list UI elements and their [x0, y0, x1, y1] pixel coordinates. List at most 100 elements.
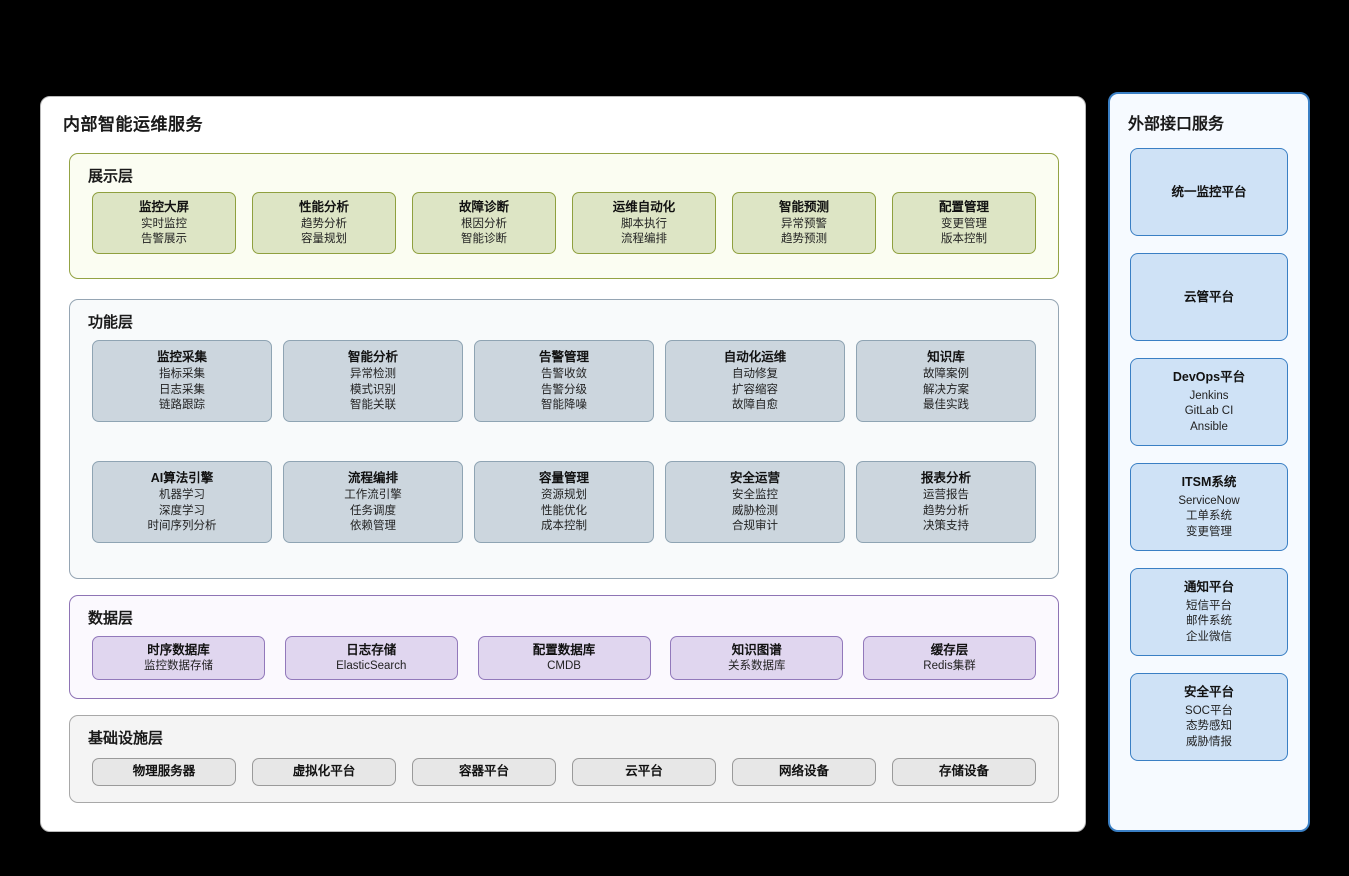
node-subtitle: 告警分级: [541, 383, 587, 396]
node-title: 性能分析: [298, 199, 349, 214]
node-title: 智能预测: [778, 199, 829, 214]
layer-data: 数据层 时序数据库监控数据存储 日志存储 ElasticSearch 配置数据库 CMD…: [69, 595, 1059, 699]
node-subtitle: 关系数据库: [728, 660, 786, 673]
node-title: 虚拟化平台: [292, 763, 356, 778]
node-subtitle: 解决方案: [923, 383, 969, 396]
node-subtitle: 智能关联: [350, 398, 396, 411]
node-box[interactable]: 智能分析异常检测模式识别智能关联: [283, 340, 463, 422]
node-subtitle: 故障案例: [923, 368, 969, 381]
node-subtitle: 成本控制: [541, 519, 587, 532]
node-box[interactable]: 知识图谱关系数据库: [670, 636, 844, 680]
layer-data-nodes: 时序数据库监控数据存储 日志存储 ElasticSearch 配置数据库 CMDB 知识图…: [70, 636, 1058, 680]
node-subtitle: 指标采集: [159, 368, 205, 381]
node-box[interactable]: 告警管理告警收敛告警分级智能降噪: [474, 340, 654, 422]
node-box[interactable]: 监控采集指标采集日志采集链路跟踪: [92, 340, 272, 422]
node-box[interactable]: 故障诊断根因分析智能诊断: [412, 192, 556, 254]
node-subtitle: 异常预警: [781, 218, 827, 231]
node-subtitle: 趋势预测: [781, 233, 827, 246]
node-title: 智能分析: [347, 349, 398, 364]
node-box[interactable]: 虚拟化平台: [252, 758, 396, 786]
node-box[interactable]: 容器平台: [412, 758, 556, 786]
node-title: 知识图谱: [731, 642, 782, 657]
node-title: 监控采集: [156, 349, 207, 364]
node-subtitle: Redis集群: [923, 660, 976, 673]
node-box[interactable]: 云平台: [572, 758, 716, 786]
node-subtitle: 链路跟踪: [159, 398, 205, 411]
node-box[interactable]: 知识库故障案例解决方案最佳实践: [856, 340, 1036, 422]
node-box[interactable]: 运维自动化脚本执行流程编排: [572, 192, 716, 254]
layer-data-title: 数据层: [88, 610, 134, 627]
node-box[interactable]: 日志存储 ElasticSearch: [284, 636, 458, 680]
node-title: 配置数据库: [532, 642, 596, 657]
node-subtitle: 模式识别: [350, 383, 396, 396]
layer-function-title: 功能层: [88, 314, 134, 331]
node-box[interactable]: 报表分析运营报告趋势分析决策支持: [856, 461, 1036, 543]
node-title: DevOps平台: [1172, 370, 1246, 385]
node-subtitle: 日志采集: [159, 383, 205, 396]
node-box[interactable]: AI算法引擎机器学习深度学习时间序列分析: [92, 461, 272, 543]
node-box[interactable]: 自动化运维自动修复扩容缩容故障自愈: [665, 340, 845, 422]
node-title: ITSM系统: [1181, 475, 1237, 490]
node-box[interactable]: 配置数据库 CMDB: [477, 636, 651, 680]
node-subtitle: 变更管理: [941, 218, 987, 231]
node-title: 存储设备: [938, 763, 989, 778]
node-subtitle: 资源规划: [541, 489, 587, 502]
node-box[interactable]: 时序数据库监控数据存储: [92, 636, 265, 680]
node-title: 报表分析: [920, 470, 971, 485]
node-subtitle: 脚本执行: [621, 218, 667, 231]
node-subtitle: 威胁检测: [732, 504, 778, 517]
node-title: 故障诊断: [458, 199, 509, 214]
node-box[interactable]: 物理服务器: [92, 758, 236, 786]
node-subtitle: CMDB: [547, 660, 581, 673]
node-subtitle: 邮件系统: [1186, 615, 1232, 628]
layer-function: 功能层 监控采集指标采集日志采集链路跟踪智能分析异常检测模式识别智能关联告警管理…: [69, 299, 1059, 579]
node-subtitle: 运营报告: [923, 489, 969, 502]
node-subtitle: 安全监控: [732, 489, 778, 502]
node-box[interactable]: 通知平台短信平台邮件系统企业微信: [1130, 568, 1288, 656]
node-subtitle: 告警收敛: [541, 368, 587, 381]
node-title: 配置管理: [938, 199, 989, 214]
node-subtitle: 决策支持: [923, 519, 969, 532]
node-subtitle: 实时监控: [141, 218, 187, 231]
node-title: 流程编排: [347, 470, 398, 485]
node-subtitle: 版本控制: [941, 233, 987, 246]
node-subtitle: 短信平台: [1186, 599, 1232, 612]
node-title: 时序数据库: [147, 642, 210, 657]
node-subtitle: SOC平台: [1185, 704, 1233, 717]
node-box[interactable]: 流程编排工作流引擎任务调度依赖管理: [283, 461, 463, 543]
node-box[interactable]: 容量管理资源规划性能优化成本控制: [474, 461, 654, 543]
layer-infrastructure-title: 基础设施层: [88, 730, 164, 747]
node-title: 日志存储: [346, 642, 397, 657]
node-subtitle: ElasticSearch: [336, 660, 407, 673]
node-box[interactable]: 智能预测异常预警趋势预测: [732, 192, 876, 254]
node-box[interactable]: 云管平台: [1130, 253, 1288, 341]
node-subtitle: 性能优化: [541, 504, 587, 517]
node-box[interactable]: 性能分析趋势分析容量规划: [252, 192, 396, 254]
node-box[interactable]: 配置管理变更管理版本控制: [892, 192, 1036, 254]
node-box[interactable]: 安全运营安全监控威胁检测合规审计: [665, 461, 845, 543]
node-subtitle: 趋势分析: [923, 504, 969, 517]
node-subtitle: 威胁情报: [1186, 735, 1232, 748]
node-subtitle: 工作流引擎: [344, 489, 402, 502]
node-subtitle: 企业微信: [1186, 630, 1232, 643]
layer-presentation-title: 展示层: [88, 168, 134, 185]
node-box[interactable]: 存储设备: [892, 758, 1036, 786]
layer-function-row-2: AI算法引擎机器学习深度学习时间序列分析流程编排工作流引擎任务调度依赖管理容量管…: [70, 461, 1058, 543]
node-title: 告警管理: [538, 349, 589, 364]
layer-function-row-1: 监控采集指标采集日志采集链路跟踪智能分析异常检测模式识别智能关联告警管理告警收敛…: [70, 340, 1058, 422]
internal-services-card: 内部智能运维服务 展示层 监控大屏实时监控告警展示性能分析趋势分析容量规划故障诊…: [40, 96, 1086, 832]
node-box[interactable]: 统一监控平台: [1130, 148, 1288, 236]
node-subtitle: 依赖管理: [350, 519, 396, 532]
node-title: 自动化运维: [723, 349, 787, 364]
layer-presentation-nodes: 监控大屏实时监控告警展示性能分析趋势分析容量规划故障诊断根因分析智能诊断运维自动…: [70, 192, 1058, 254]
node-subtitle: ServiceNow: [1178, 494, 1240, 507]
node-box[interactable]: 网络设备: [732, 758, 876, 786]
node-box[interactable]: 监控大屏实时监控告警展示: [92, 192, 236, 254]
node-subtitle: 智能降噪: [541, 398, 587, 411]
